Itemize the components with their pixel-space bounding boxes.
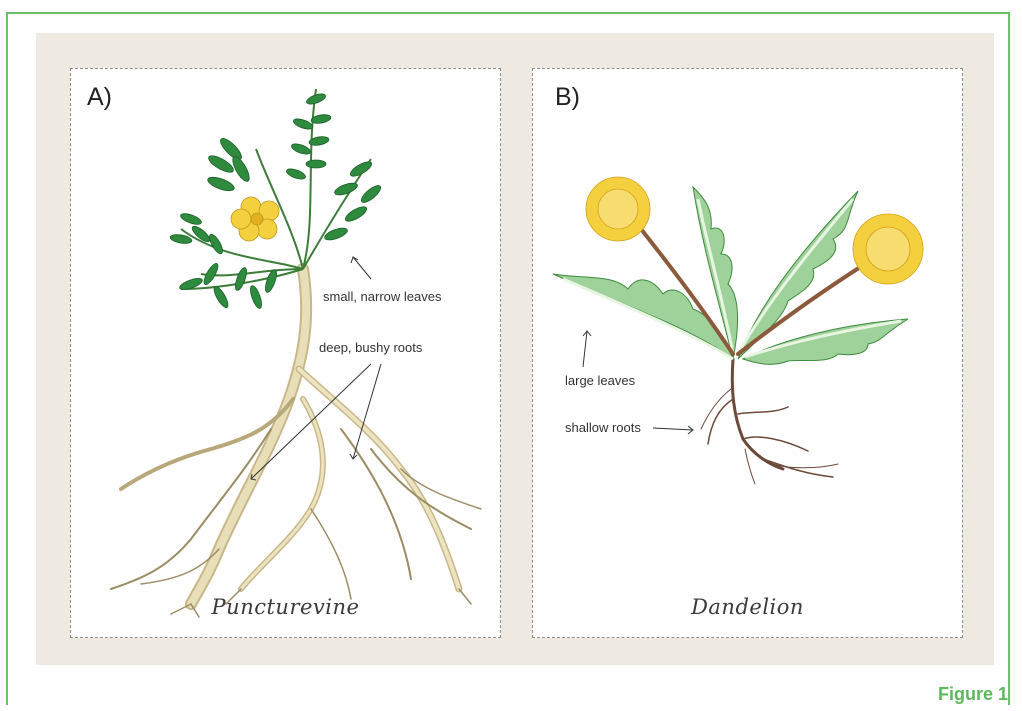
dandelion-flowers [586, 177, 923, 284]
leaves-label: small, narrow leaves [323, 289, 442, 304]
panel-puncturevine: A) [70, 68, 501, 638]
puncturevine-leaves [169, 92, 383, 310]
panel-b-title: Dandelion [533, 595, 962, 619]
panel-dandelion: B) [532, 68, 963, 638]
large-leaves-label: large leaves [565, 373, 636, 388]
puncturevine-roots [111, 269, 481, 617]
puncturevine-flower [231, 197, 279, 241]
dandelion-illustration: large leaves shallow roots [533, 69, 964, 639]
dandelion-roots [701, 359, 838, 484]
puncturevine-illustration: small, narrow leaves deep, bushy roots [71, 69, 502, 639]
shallow-roots-label: shallow roots [565, 420, 641, 435]
panel-a-title: Puncturevine [71, 595, 500, 619]
figure-label: Figure 1 [938, 684, 1008, 705]
roots-label: deep, bushy roots [319, 340, 423, 355]
